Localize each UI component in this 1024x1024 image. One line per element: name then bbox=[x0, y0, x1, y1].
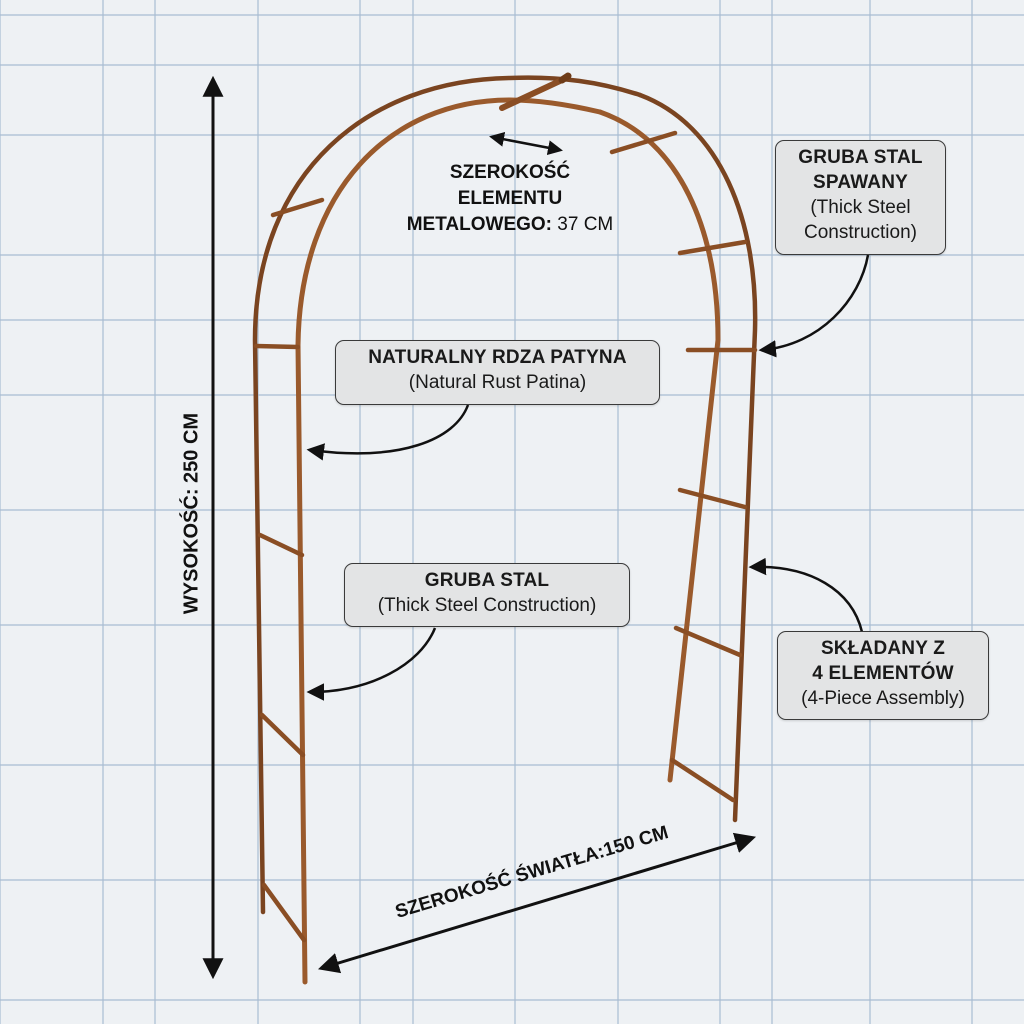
label-assembly-title2: 4 ELEMENTÓW bbox=[812, 663, 954, 684]
arch-rod-left-back bbox=[252, 75, 643, 915]
label-thick-steel: GRUBA STAL (Thick Steel Construction) bbox=[344, 563, 630, 627]
callout-arrow-assembly bbox=[748, 557, 864, 633]
element-width-line1: SZEROKOŚĆ bbox=[449, 162, 571, 183]
arch-top-connector bbox=[499, 77, 565, 111]
element-width-arrow bbox=[489, 131, 563, 156]
label-welded-title2: SPAWANY bbox=[812, 172, 908, 193]
width-dimension-arrow bbox=[317, 832, 757, 974]
label-rust-patina: NATURALNY RDZA PATYNA (Natural Rust Pati… bbox=[335, 340, 660, 405]
label-assembly-title1: SKŁADANY Z bbox=[820, 638, 946, 659]
arch-rungs bbox=[253, 130, 758, 943]
label-welded-title1: GRUBA STAL bbox=[798, 147, 923, 168]
element-width-label: SZEROKOŚĆ ELEMENTU METALOWEGO: 37 CM bbox=[380, 160, 640, 238]
label-steel-sub: (Thick Steel Construction) bbox=[377, 595, 597, 616]
element-width-line3: METALOWEGO: 37 CM bbox=[380, 212, 640, 238]
callout-arrows bbox=[306, 254, 870, 701]
height-label: WYSOKOŚĆ: 250 CM bbox=[180, 412, 203, 615]
garden-arch bbox=[252, 72, 758, 985]
callout-arrow-steel bbox=[306, 627, 437, 701]
label-assembly: SKŁADANY Z 4 ELEMENTÓW (4-Piece Assembly… bbox=[777, 631, 989, 720]
arch-rod-right-front bbox=[597, 109, 721, 783]
label-welded-sub1: (Thick Steel bbox=[810, 197, 911, 218]
label-welded-sub2: Construction) bbox=[804, 222, 917, 243]
element-width-line2: ELEMENTU bbox=[457, 188, 563, 209]
callout-arrow-welded bbox=[758, 254, 870, 358]
label-steel-title: GRUBA STAL bbox=[424, 570, 550, 591]
arch-rod-left-front bbox=[295, 97, 603, 985]
label-rust-title: NATURALNY RDZA PATYNA bbox=[368, 347, 627, 368]
arch-rod-right-back bbox=[637, 92, 758, 823]
label-welded-steel: GRUBA STAL SPAWANY (Thick Steel Construc… bbox=[775, 140, 946, 255]
callout-arrow-rust bbox=[306, 404, 470, 461]
label-rust-sub: (Natural Rust Patina) bbox=[408, 372, 587, 393]
element-width-line3-bold: METALOWEGO: bbox=[406, 214, 553, 235]
label-assembly-sub: (4-Piece Assembly) bbox=[801, 688, 965, 709]
element-width-value: 37 CM bbox=[552, 214, 614, 235]
